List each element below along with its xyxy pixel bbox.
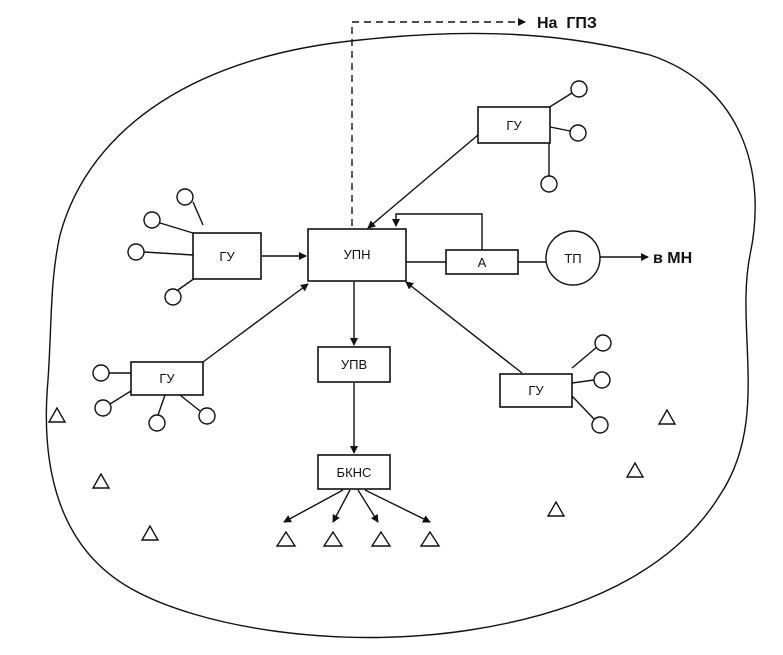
gpz-label: На ГПЗ	[537, 15, 597, 32]
well-icon	[591, 416, 609, 434]
gu-left-wells	[127, 188, 204, 306]
well-icon	[570, 80, 588, 98]
gu-top-right-label: ГУ	[506, 118, 522, 133]
tp-circle	[545, 230, 601, 286]
upv-box	[317, 346, 391, 383]
gu-left-label: ГУ	[219, 249, 235, 264]
well-icon	[148, 414, 166, 432]
flow-gu-lower-right-to-upn	[405, 281, 523, 374]
well-icon	[164, 288, 182, 306]
flow-bkns-to-injection-2	[332, 489, 351, 523]
well-icon	[569, 124, 587, 142]
flow-a-recycle-to-upn	[392, 213, 483, 250]
gu-left-box	[192, 232, 262, 280]
well-icon	[127, 243, 145, 261]
a-box	[445, 249, 519, 275]
triangle-icon	[275, 530, 297, 547]
well-icon	[94, 399, 112, 417]
mn-label: в МН	[653, 250, 692, 267]
well-icon	[198, 407, 216, 425]
well-icon	[594, 334, 612, 352]
gu-top-right-box	[477, 106, 551, 144]
well-icon	[143, 211, 161, 229]
upv-label: УПВ	[341, 357, 367, 372]
triangle-icon	[47, 406, 67, 423]
gu-lower-right-label: ГУ	[528, 383, 544, 398]
gu-lower-right-wells	[571, 334, 612, 434]
gu-top-right-wells	[540, 80, 588, 193]
well-icon	[92, 364, 110, 382]
well-icon	[176, 188, 194, 206]
triangle-icon	[322, 530, 344, 547]
gu-lower-left-box	[130, 361, 204, 396]
triangle-icon	[140, 524, 160, 541]
triangle-icon	[625, 461, 645, 478]
flow-gu-top-right-to-upn	[367, 134, 479, 229]
flow-gu-lower-left-to-upn	[202, 283, 309, 363]
well-icon	[593, 371, 611, 389]
flow-bkns-to-injection-3	[357, 489, 379, 523]
triangle-icon	[419, 530, 441, 547]
upn-label: УПН	[344, 247, 371, 262]
injection-wells	[275, 530, 441, 547]
bkns-label: БКНС	[337, 465, 372, 480]
triangle-icon	[370, 530, 392, 547]
flow-upn-to-gpz	[351, 18, 526, 226]
flow-bkns-to-injection-1	[283, 489, 344, 523]
bkns-box	[317, 454, 391, 490]
upn-box	[307, 228, 407, 282]
a-label: А	[478, 255, 487, 270]
triangle-icon	[657, 408, 677, 425]
triangle-icon	[546, 500, 566, 517]
gu-lower-right-box	[499, 373, 573, 408]
gu-lower-left-wells	[92, 364, 216, 432]
triangle-icon	[91, 472, 111, 489]
scattered-wells	[47, 406, 677, 541]
gu-lower-left-label: ГУ	[159, 371, 175, 386]
flow-bkns-to-injection-4	[364, 489, 431, 523]
tp-label: ТП	[564, 251, 581, 266]
field-boundary	[45, 32, 756, 639]
well-icon	[540, 175, 558, 193]
